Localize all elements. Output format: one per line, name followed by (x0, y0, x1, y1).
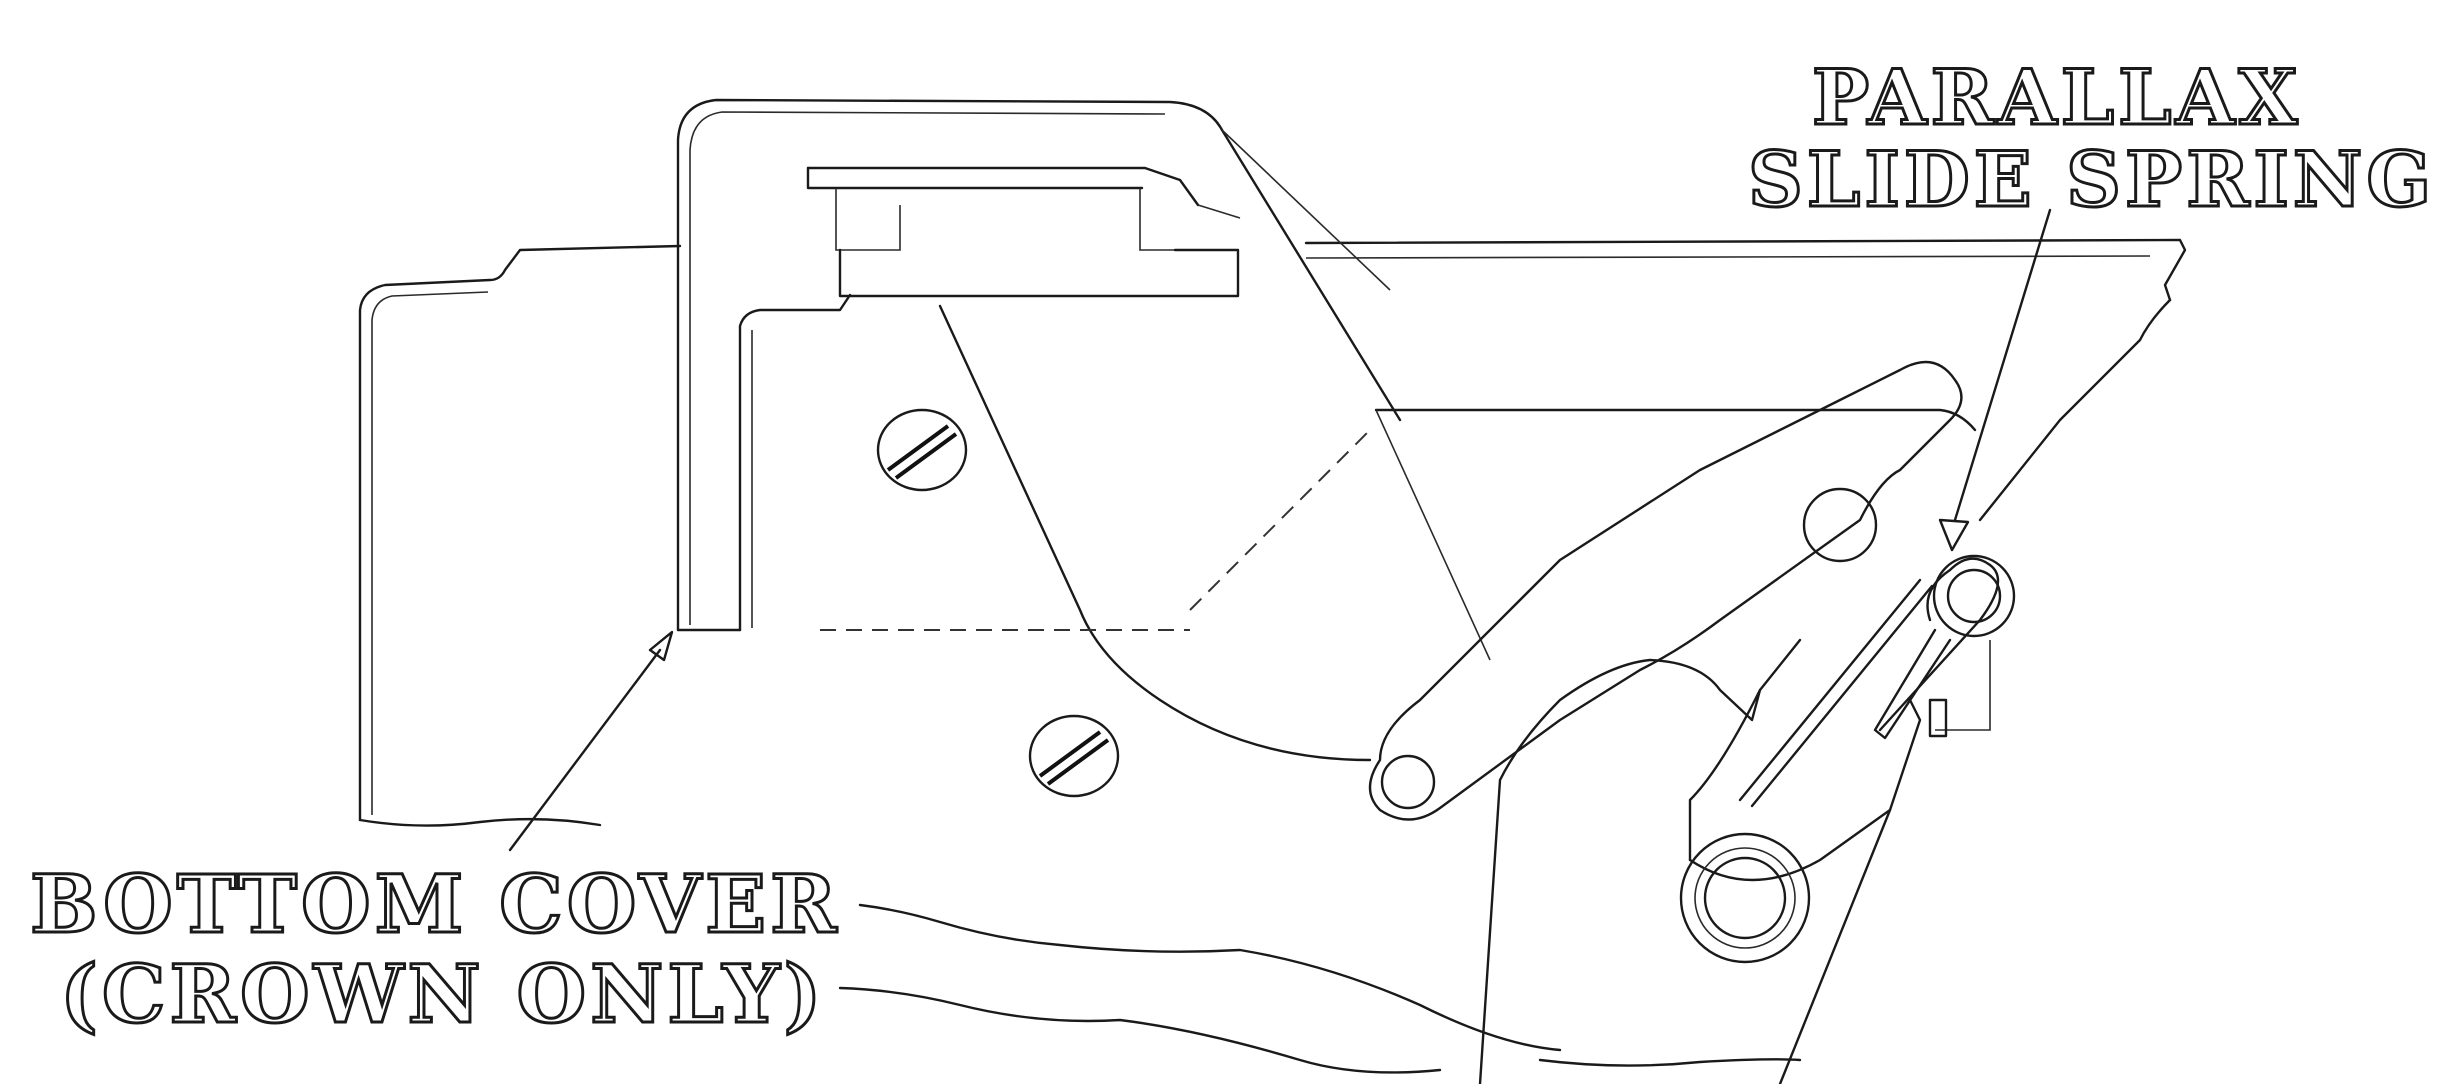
parallax-label-line1: PARALLAX (1812, 53, 2302, 142)
bottom-cover-label: BOTTOM COVER (CROWN ONLY) (29, 856, 841, 1043)
inner-plate (820, 304, 1491, 762)
parallax-leader-arrow (1938, 208, 2052, 552)
parallax-label-line2: SLIDE SPRING (1748, 135, 2435, 224)
screw-lower (1028, 714, 1120, 798)
rear-housing (358, 244, 682, 827)
top-plate (1221, 129, 2187, 522)
bottom-cover-wavy-edges (838, 903, 1802, 1074)
lower-pawl (1478, 638, 1922, 1084)
frame-bracket (676, 98, 1402, 632)
lever-arm (1368, 360, 1963, 821)
bottom-cover-label-line1: BOTTOM COVER (30, 857, 841, 951)
screw-upper (876, 408, 968, 492)
parallax-slide-spring (1738, 554, 2016, 808)
bottom-cover-label-line2: (CROWN ONLY) (60, 947, 825, 1041)
bottom-cover-leader-arrow (508, 630, 674, 852)
parallax-label: PARALLAX SLIDE SPRING (1747, 52, 2435, 226)
